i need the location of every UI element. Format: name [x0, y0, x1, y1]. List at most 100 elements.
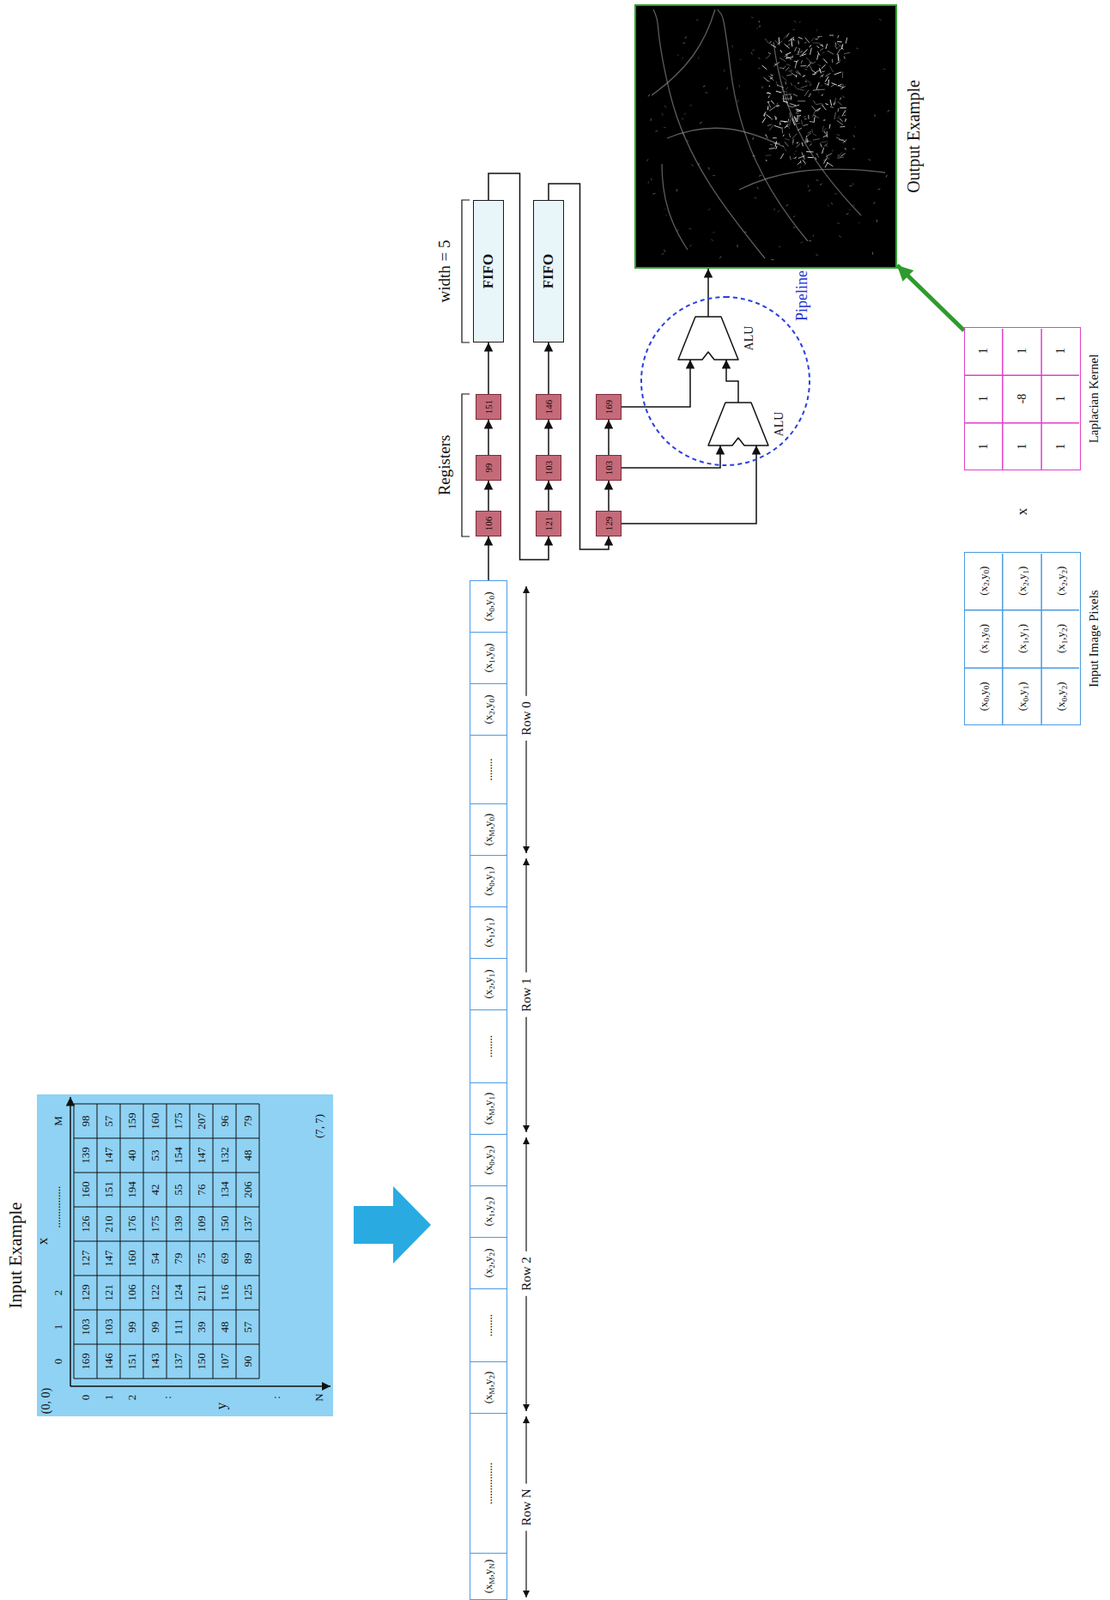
edge-speckle: [802, 48, 808, 55]
pixel-stream-cell: (x2,y1): [469, 958, 508, 1011]
edge-speckle: [797, 100, 806, 102]
edge-speckle: [837, 157, 845, 158]
pixel-stream-cell: (x2,y2): [469, 1237, 508, 1290]
edge-speckle: [831, 83, 838, 86]
edge-speckle: [823, 159, 827, 162]
table-cell: 207: [194, 1112, 207, 1130]
alu-unit: ALU: [678, 316, 739, 360]
annotation-label: -8: [1015, 394, 1029, 405]
node-text: (x0,y0): [482, 591, 495, 621]
matrix-grid-line: [1040, 553, 1043, 725]
edge-speckle: [795, 54, 800, 55]
node-text: 103: [603, 460, 614, 476]
flow-arrow: [353, 1186, 431, 1264]
edge-speckle: [842, 139, 846, 142]
edge-speckle: [815, 152, 819, 155]
table-cell: 150: [218, 1215, 231, 1233]
table-cell: 176: [125, 1215, 138, 1233]
edge-speckle: [764, 134, 767, 136]
row-label: Row 0: [519, 696, 534, 741]
pixel-stream-cell: (xM,yN): [469, 1552, 508, 1600]
edge-speckle: [793, 226, 796, 228]
edge-speckle: [799, 21, 801, 24]
edge-speckle: [776, 81, 778, 88]
edge-speckle: [837, 54, 840, 61]
edge-speckle: [815, 103, 823, 105]
edge-speckle: [825, 145, 828, 146]
edge-speckle: [792, 139, 794, 144]
node-text: 99: [483, 463, 494, 474]
table-cell: 98: [78, 1116, 91, 1128]
node-text: (x0,y1): [482, 866, 495, 896]
edge-speckle: [812, 106, 818, 113]
table-cell: 39: [194, 1322, 207, 1334]
pipeline-outline: [641, 297, 810, 466]
edge-speckle: [808, 65, 813, 71]
edge-speckle: [811, 70, 817, 74]
edge-speckle: [785, 52, 791, 55]
annotation-label: (x2,y0): [977, 566, 990, 596]
edge-speckle: [786, 64, 790, 67]
table-cell: 48: [218, 1322, 231, 1334]
table-cell: 132: [218, 1146, 231, 1165]
edge-speckle: [664, 249, 666, 253]
edge-speckle: [784, 43, 790, 49]
edge-speckle: [719, 256, 722, 259]
edge-speckle: [801, 120, 803, 126]
edge-speckle: [663, 208, 666, 211]
edge-speckle: [842, 84, 844, 87]
edge-speckle: [821, 44, 824, 48]
pixel-stream-cell: (x1,y0): [469, 631, 508, 685]
edge-speckle: [830, 106, 834, 108]
edge-speckle: [794, 150, 797, 152]
edge-speckle: [805, 79, 811, 84]
edge-speckle: [801, 152, 805, 160]
edge-speckle: [770, 259, 774, 261]
node-text: ........: [482, 1035, 495, 1058]
edge-speckle: [768, 52, 771, 55]
edge-speckle: [812, 100, 815, 104]
edge-speckle: [797, 48, 801, 49]
edge-speckle: [690, 244, 692, 247]
edge-speckle: [805, 37, 810, 43]
pixel-stream-cell: ........: [469, 734, 508, 805]
edge-speckle: [744, 231, 747, 233]
edge-speckle: [807, 131, 812, 134]
table-cell: 160: [148, 1112, 161, 1130]
node-text: FIFO: [480, 254, 498, 290]
edge-speckle: [773, 207, 775, 211]
edge-speckle: [807, 115, 809, 120]
edge-speckle: [764, 38, 769, 44]
table-cell: 96: [218, 1116, 231, 1128]
annotation-label: 1: [1015, 443, 1029, 450]
edge-speckle: [815, 179, 819, 181]
connector: [487, 480, 490, 511]
edge-speckle: [812, 139, 820, 140]
edge-speckle: [842, 71, 844, 78]
matrix-grid-line: [964, 609, 1080, 612]
table-cell: 76: [194, 1184, 207, 1196]
edge-speckle: [837, 108, 839, 112]
edge-speckle: [758, 20, 760, 24]
edge-speckle: [819, 73, 824, 78]
edge-speckle: [648, 94, 650, 98]
edge-speckle: [842, 48, 844, 50]
edge-speckle: [807, 157, 814, 158]
alu-symbol: [708, 402, 769, 446]
edge-speckle: [806, 138, 807, 143]
annotation-label: (x1,y0): [977, 624, 990, 654]
edge-speckle: [757, 187, 759, 190]
edge-speckle: [696, 19, 699, 21]
edge-speckle: [775, 115, 777, 121]
table-cell: 79: [241, 1116, 254, 1128]
edge-speckle: [792, 157, 796, 159]
alu-symbol: [678, 316, 739, 360]
table-cell: 139: [171, 1215, 184, 1233]
pixel-stream-cell: (x2,y0): [469, 683, 508, 736]
edge-speckle: [810, 143, 813, 146]
table-cell: 103: [78, 1318, 91, 1336]
edge-speckle: [800, 60, 803, 64]
annotation-label: (x2,y2): [1055, 566, 1068, 596]
edge-speckle: [776, 84, 784, 88]
edge-speckle: [837, 101, 843, 105]
